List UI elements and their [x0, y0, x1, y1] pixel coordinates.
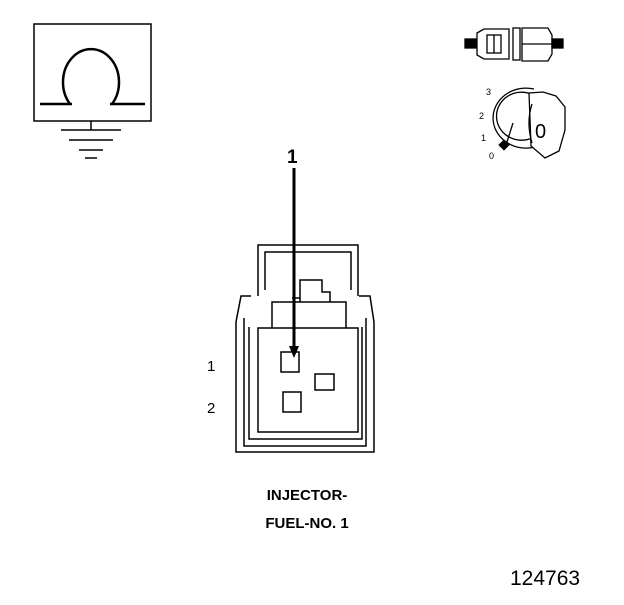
disconnected-connector-icon — [464, 27, 564, 62]
connector-pin-2 — [282, 391, 302, 413]
ignition-key-icon: 0 3 2 1 0 — [479, 87, 566, 161]
connector-pin-1 — [280, 351, 300, 373]
pin-label-1: 1 — [207, 358, 215, 375]
ignition-key-face-label: 0 — [535, 121, 546, 143]
ignition-position-2: 2 — [479, 111, 484, 121]
connector-caption-line2: FUEL-NO. 1 — [265, 515, 348, 532]
figure-number: 124763 — [510, 567, 580, 590]
pin-label-2: 2 — [207, 400, 215, 417]
connector-face — [235, 244, 375, 453]
ohm-over-ground-icon — [33, 23, 152, 159]
connector-caption-line1: INJECTOR- — [267, 487, 348, 504]
ignition-position-0: 0 — [489, 151, 494, 161]
ignition-position-3: 3 — [486, 87, 491, 97]
callout-number: 1 — [287, 147, 298, 168]
connector-key — [314, 373, 335, 391]
ignition-position-1: 1 — [481, 133, 486, 143]
callout-arrow — [289, 168, 299, 358]
